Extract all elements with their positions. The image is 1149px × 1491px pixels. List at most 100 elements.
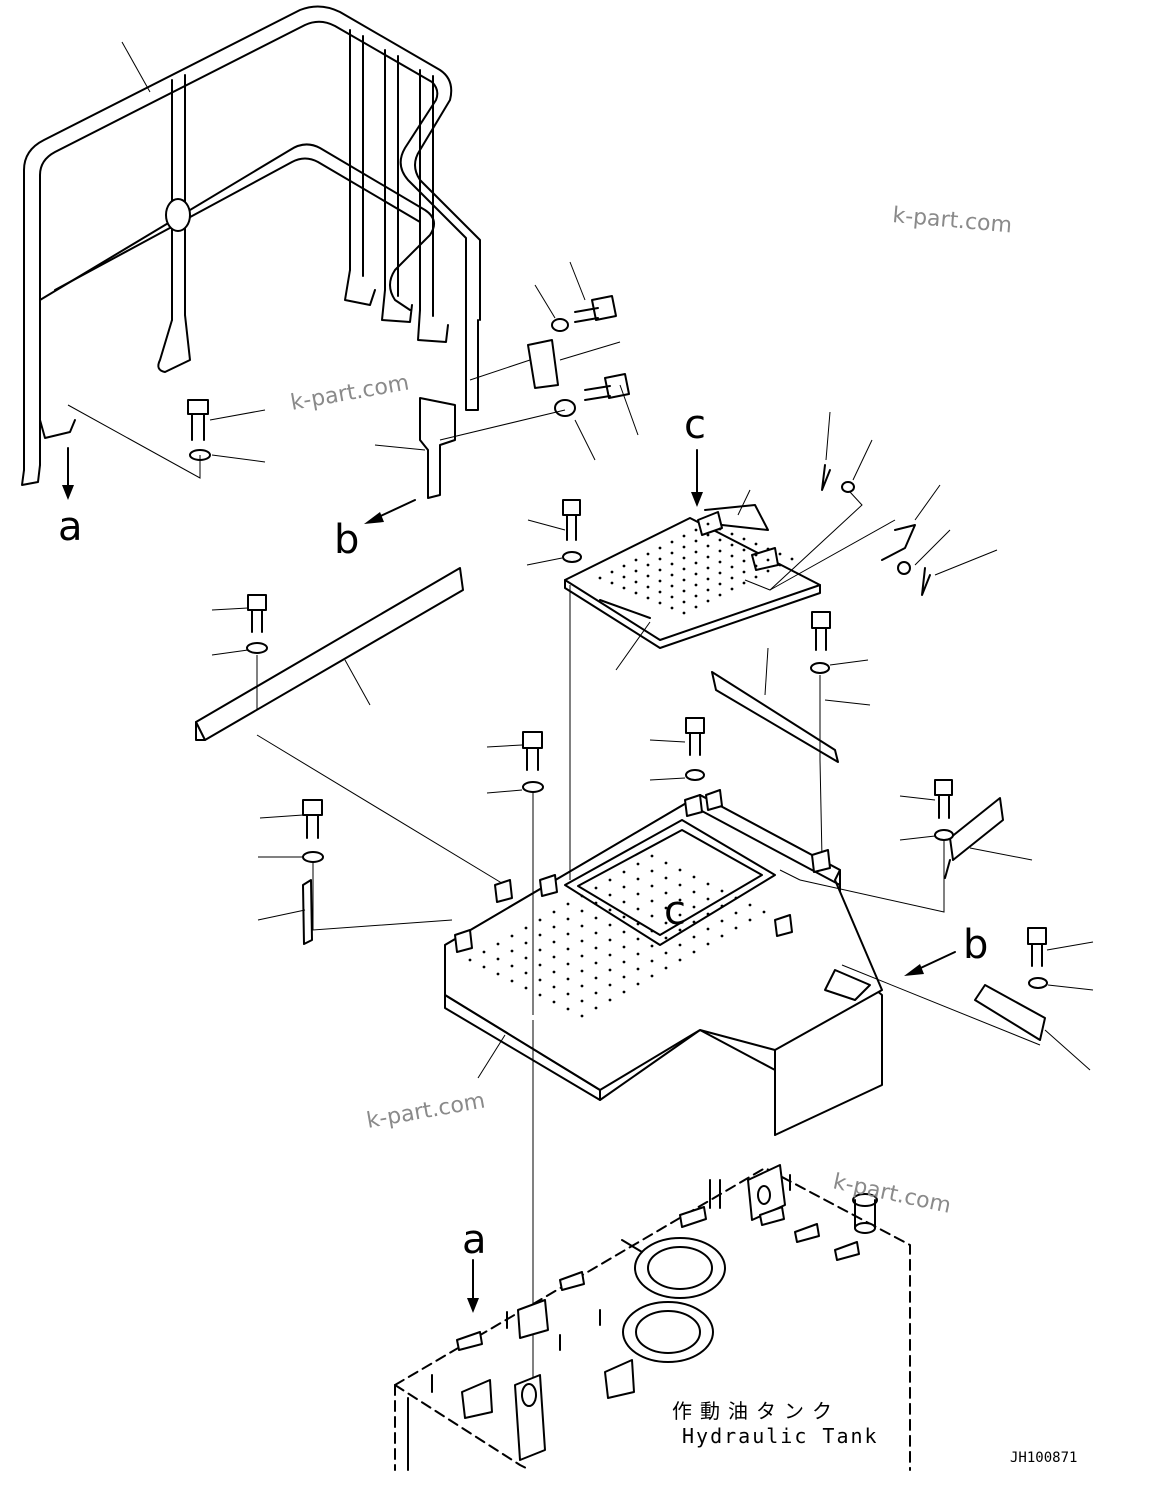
callout-b-right: b	[963, 922, 988, 968]
perforation-hole	[622, 575, 626, 579]
perforation-hole	[496, 972, 500, 976]
perforation-hole	[650, 884, 654, 888]
perforation-hole	[580, 969, 584, 973]
perforation-hole	[682, 589, 686, 593]
perforation-hole	[650, 929, 654, 933]
perforation-hole	[552, 925, 556, 929]
perforation-hole	[594, 991, 598, 995]
perforation-hole	[634, 569, 638, 573]
perforation-hole	[636, 952, 640, 956]
perforation-hole	[646, 552, 650, 556]
perforation-hole	[580, 954, 584, 958]
perforation-hole	[510, 949, 514, 953]
perforation-hole	[678, 898, 682, 902]
watermark-3: k-part.com	[365, 1088, 487, 1133]
perforation-hole	[730, 532, 734, 536]
perforation-hole	[706, 555, 710, 559]
perforation-hole	[524, 986, 528, 990]
inspection-cover-plate	[562, 464, 931, 649]
perforation-hole	[650, 914, 654, 918]
perforation-hole	[678, 913, 682, 917]
main-floor-plate	[444, 789, 883, 1136]
perforation-hole	[754, 575, 758, 579]
drawing-code: JH100871	[1010, 1450, 1077, 1466]
perforation-hole	[742, 548, 746, 552]
perforation-hole	[524, 941, 528, 945]
perforation-hole	[692, 935, 696, 939]
perforation-hole	[538, 978, 542, 982]
perforation-hole	[580, 999, 584, 1003]
perforation-hole	[622, 885, 626, 889]
right-cover-bottom	[841, 927, 1094, 1071]
perforation-hole	[718, 593, 722, 597]
perforation-hole	[706, 599, 710, 603]
perforation-hole	[646, 596, 650, 600]
perforation-hole	[706, 566, 710, 570]
perforation-hole	[720, 934, 724, 938]
perforation-hole	[552, 970, 556, 974]
perforation-hole	[670, 595, 674, 599]
perforation-hole	[594, 946, 598, 950]
perforation-hole	[742, 570, 746, 574]
leader-lines-long-cover	[211, 607, 506, 886]
perforation-hole	[734, 911, 738, 915]
long-side-cover	[195, 567, 464, 741]
perforation-hole	[646, 574, 650, 578]
perforation-hole	[552, 985, 556, 989]
perforation-hole	[762, 910, 766, 914]
perforation-hole	[538, 948, 542, 952]
perforation-hole	[670, 562, 674, 566]
perforation-hole	[622, 945, 626, 949]
perforation-hole	[622, 960, 626, 964]
perforation-hole	[682, 611, 686, 615]
perforation-hole	[468, 958, 472, 962]
perforation-hole	[718, 571, 722, 575]
perforation-hole	[580, 909, 584, 913]
perforation-hole	[748, 918, 752, 922]
perforation-hole	[622, 915, 626, 919]
perforation-hole	[538, 993, 542, 997]
perforation-hole	[482, 950, 486, 954]
perforation-hole	[678, 928, 682, 932]
perforation-hole	[566, 947, 570, 951]
perforation-hole	[566, 902, 570, 906]
small-cover-right	[711, 611, 871, 859]
perforation-hole	[608, 968, 612, 972]
perforation-hole	[730, 576, 734, 580]
perforation-hole	[706, 897, 710, 901]
perforation-hole	[706, 522, 710, 526]
perforation-hole	[754, 564, 758, 568]
perforation-hole	[622, 870, 626, 874]
perforation-hole	[670, 551, 674, 555]
perforation-hole	[594, 886, 598, 890]
watermark-4: k-part.com	[831, 1169, 953, 1218]
rail-mount-brackets	[187, 295, 630, 499]
perforation-hole	[706, 588, 710, 592]
perforation-hole	[742, 559, 746, 563]
watermark-2: k-part.com	[289, 370, 411, 415]
watermark-1: k-part.com	[891, 203, 1013, 238]
perforation-hole	[664, 861, 668, 865]
perforation-hole	[566, 1007, 570, 1011]
perforation-hole	[718, 582, 722, 586]
perforation-hole	[608, 893, 612, 897]
perforation-hole	[496, 942, 500, 946]
perforation-hole	[510, 964, 514, 968]
perforation-hole	[678, 868, 682, 872]
perforation-hole	[580, 984, 584, 988]
perforation-hole	[658, 546, 662, 550]
perforation-hole	[730, 543, 734, 547]
perforation-hole	[670, 573, 674, 577]
perforation-hole	[694, 539, 698, 543]
perforation-hole	[670, 584, 674, 588]
perforation-hole	[658, 557, 662, 561]
perforation-hole	[682, 567, 686, 571]
perforation-hole	[608, 983, 612, 987]
perforation-hole	[742, 581, 746, 585]
perforation-hole	[646, 563, 650, 567]
perforation-hole	[566, 917, 570, 921]
perforation-hole	[664, 876, 668, 880]
perforation-hole	[594, 916, 598, 920]
perforation-hole	[706, 942, 710, 946]
perforation-hole	[730, 587, 734, 591]
